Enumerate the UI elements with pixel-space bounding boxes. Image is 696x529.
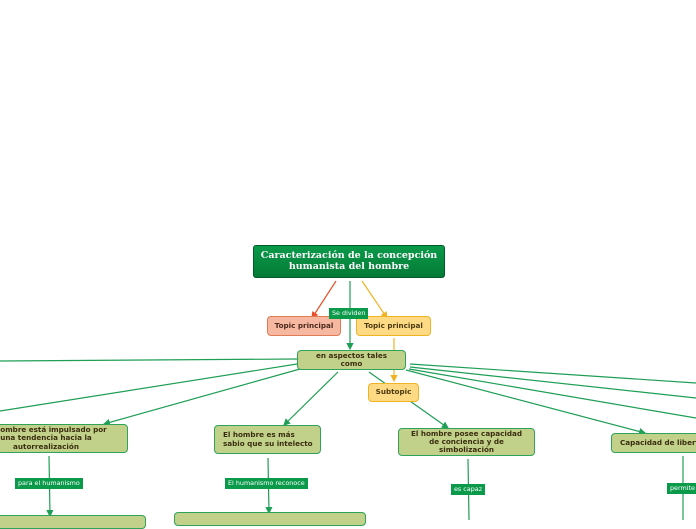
link-label-el-humanismo-reconoce-text: El humanismo reconoce <box>228 479 305 487</box>
central-topic-text: Caracterización de la concepción humanis… <box>260 249 438 272</box>
topic-sabio-text: El hombre es más sabio que su intelecto <box>223 430 313 448</box>
edge-aspectos-sabio <box>283 371 339 426</box>
link-label-para-el-humanismo[interactable]: para el humanismo <box>15 478 83 489</box>
edge-aspectos-impulsado <box>102 368 301 426</box>
edge-aspectos-libertad <box>405 369 647 435</box>
link-label-el-humanismo-reconoce[interactable]: El humanismo reconoce <box>225 478 308 489</box>
topic-capacidad-libertad[interactable]: Capacidad de libertad <box>611 433 696 453</box>
topic-aspectos-text: en aspectos tales como <box>316 350 387 368</box>
topic-bottom-left[interactable] <box>0 515 146 529</box>
link-label-se-dividen-text: Se dividen <box>332 309 366 317</box>
link-label-permite-text: permite <box>670 484 695 492</box>
edge-aspectos-right-1 <box>409 363 696 384</box>
edge-central-topic1 <box>311 280 337 320</box>
topic-principal-red[interactable]: Topic principal <box>267 316 341 336</box>
link-label-se-dividen[interactable]: Se dividen <box>329 308 369 319</box>
topic-impulsado-text: El hombre está impulsado por una tendenc… <box>0 425 107 451</box>
topic-sabio[interactable]: El hombre es más sabio que su intelecto <box>214 425 321 454</box>
topic-principal-yellow-text: Topic principal <box>364 320 423 330</box>
subtopic-text: Subtopic <box>375 387 412 397</box>
topic-capacidad-conciencia-text: El hombre posee capacidad de conciencia … <box>410 428 523 455</box>
edge-aspectos-right-3 <box>408 368 696 419</box>
edge-central-topic2 <box>361 280 388 319</box>
topic-principal-red-text: Topic principal <box>274 320 334 330</box>
edge-aspectos-left-2 <box>0 363 298 412</box>
edge-aspectos-left-1 <box>0 358 298 362</box>
subtopic[interactable]: Subtopic <box>368 383 419 402</box>
central-topic[interactable]: Caracterización de la concepción humanis… <box>253 245 445 278</box>
link-label-es-capaz-text: es capaz <box>454 485 483 493</box>
topic-principal-yellow[interactable]: Topic principal <box>356 316 431 336</box>
topic-bottom-center[interactable] <box>174 512 366 526</box>
topic-capacidad-conciencia[interactable]: El hombre posee capacidad de conciencia … <box>398 428 535 456</box>
link-label-permite[interactable]: permite <box>667 483 696 494</box>
edge-aspectos-right-2 <box>409 366 696 399</box>
link-label-para-el-humanismo-text: para el humanismo <box>18 479 80 487</box>
link-label-es-capaz[interactable]: es capaz <box>451 484 486 495</box>
topic-impulsado[interactable]: El hombre está impulsado por una tendenc… <box>0 424 128 453</box>
topic-capacidad-libertad-text: Capacidad de libertad <box>620 437 696 447</box>
topic-aspectos[interactable]: en aspectos tales como <box>297 350 406 370</box>
